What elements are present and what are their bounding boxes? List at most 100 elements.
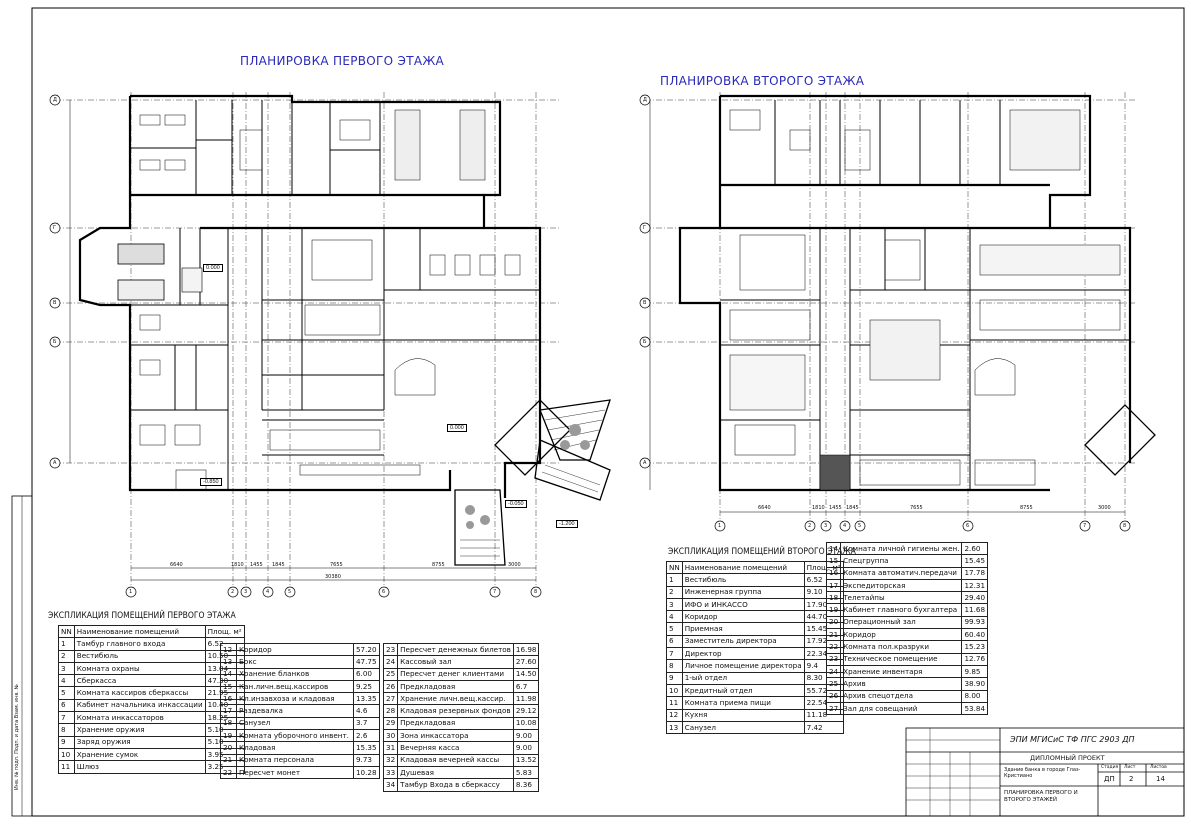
room-name: Телетайпы (840, 591, 963, 605)
axis-label: А (53, 460, 57, 466)
header-area: Площ. м² (204, 624, 245, 639)
room-number: 11 (58, 760, 75, 774)
dim-label: 6640 (170, 562, 183, 568)
dim-label: 1455 (250, 562, 263, 568)
room-number: 3 (58, 661, 75, 676)
room-name: Раздевалка (236, 704, 354, 718)
dim-label: 1845 (846, 505, 859, 511)
room-name: Тамбур главного входа (73, 637, 206, 651)
stamp-stage-label: Стадия (1101, 765, 1119, 770)
room-number: 34 (382, 778, 399, 792)
room-number: 33 (382, 765, 399, 780)
room-area: 4.6 (352, 704, 381, 718)
room-name: ИФО и ИНКАССО (681, 597, 805, 612)
room-name: Кан.личн.вещ.кассиров (236, 679, 354, 694)
room-number: 7 (58, 711, 75, 725)
room-number: 14 (825, 541, 842, 556)
stamp-drawing-name: ПЛАНИРОВКА ПЕРВОГО И ВТОРОГО ЭТАЖЕЙ (1004, 790, 1078, 803)
room-number: 4 (666, 610, 683, 624)
axis-label: Д (643, 97, 647, 103)
room-number: 3 (666, 597, 683, 612)
room-name: Пересчет денег клиентами (397, 667, 514, 681)
room-name: Заряд оружия (73, 735, 206, 749)
room-number: 26 (382, 679, 399, 694)
room-number: 15 (825, 554, 842, 568)
dim-label: 8755 (432, 562, 445, 568)
room-name: Предкладовая (397, 716, 514, 731)
room-name: Комната инкассаторов (73, 711, 206, 725)
room-number: 13 (666, 720, 683, 735)
room-area: 57.20 (352, 642, 381, 657)
header-nn: NN (666, 560, 683, 575)
room-number: 2 (666, 585, 683, 599)
room-name: Кладовая резервных фондов (397, 704, 514, 718)
axis-label: Д (53, 97, 57, 103)
room-number: 18 (220, 716, 237, 731)
room-name: Техническое помещение (840, 652, 963, 666)
room-name: Зона инкассатора (397, 729, 514, 743)
room-name: Комната кассиров сберкассы (73, 686, 206, 700)
dim-label: 7655 (910, 505, 923, 511)
room-name: Вечерняя касса (397, 741, 514, 755)
room-name: Директор (681, 647, 805, 661)
axis-label: 7 (1083, 523, 1087, 529)
room-number: 10 (666, 683, 683, 698)
header-nn: NN (58, 624, 75, 639)
axis-label: 5 (858, 523, 862, 529)
room-number: 19 (220, 729, 237, 743)
room-name: Архив (840, 677, 963, 691)
room-number: 9 (666, 671, 683, 685)
room-number: 5 (58, 686, 75, 700)
room-name: Душевая (397, 765, 514, 780)
room-number: 11 (666, 696, 683, 710)
elevation-mark: 0.000 (203, 264, 223, 272)
axis-label: 3 (244, 589, 248, 595)
room-number: 19 (825, 603, 842, 617)
room-name: Комната пол.кразруки (840, 640, 963, 654)
room-area: 60.40 (961, 628, 989, 642)
room-area: 9.25 (352, 679, 381, 694)
room-area: 9.00 (512, 741, 540, 755)
room-area: 53.84 (961, 701, 989, 716)
room-name: Кредитный отдел (681, 683, 805, 698)
dim-label: 6640 (758, 505, 771, 511)
room-number: 6 (58, 698, 75, 713)
room-area: 11.98 (512, 692, 540, 706)
axis-label: 6 (382, 589, 386, 595)
room-area: 29.40 (961, 591, 989, 605)
room-name: Кабинет главного бухгалтера (840, 603, 963, 617)
axis-label: 8 (1123, 523, 1127, 529)
room-name: Вестибюль (73, 649, 206, 663)
explication-first-floor-title: ЭКСПЛИКАЦИЯ ПОМЕЩЕНИЙ ПЕРВОГО ЭТАЖА (48, 611, 236, 621)
room-number: 17 (220, 704, 237, 718)
room-area: 8.00 (961, 689, 989, 703)
room-number: 32 (382, 753, 399, 767)
room-area: 17.78 (961, 566, 989, 580)
room-name: Комната охраны (73, 661, 206, 676)
room-name: Личное помещение директора (681, 659, 805, 673)
room-area: 7.42 (803, 720, 844, 735)
dim-label: 7655 (330, 562, 343, 568)
room-number: 27 (382, 692, 399, 706)
room-area: 29.12 (512, 704, 540, 718)
